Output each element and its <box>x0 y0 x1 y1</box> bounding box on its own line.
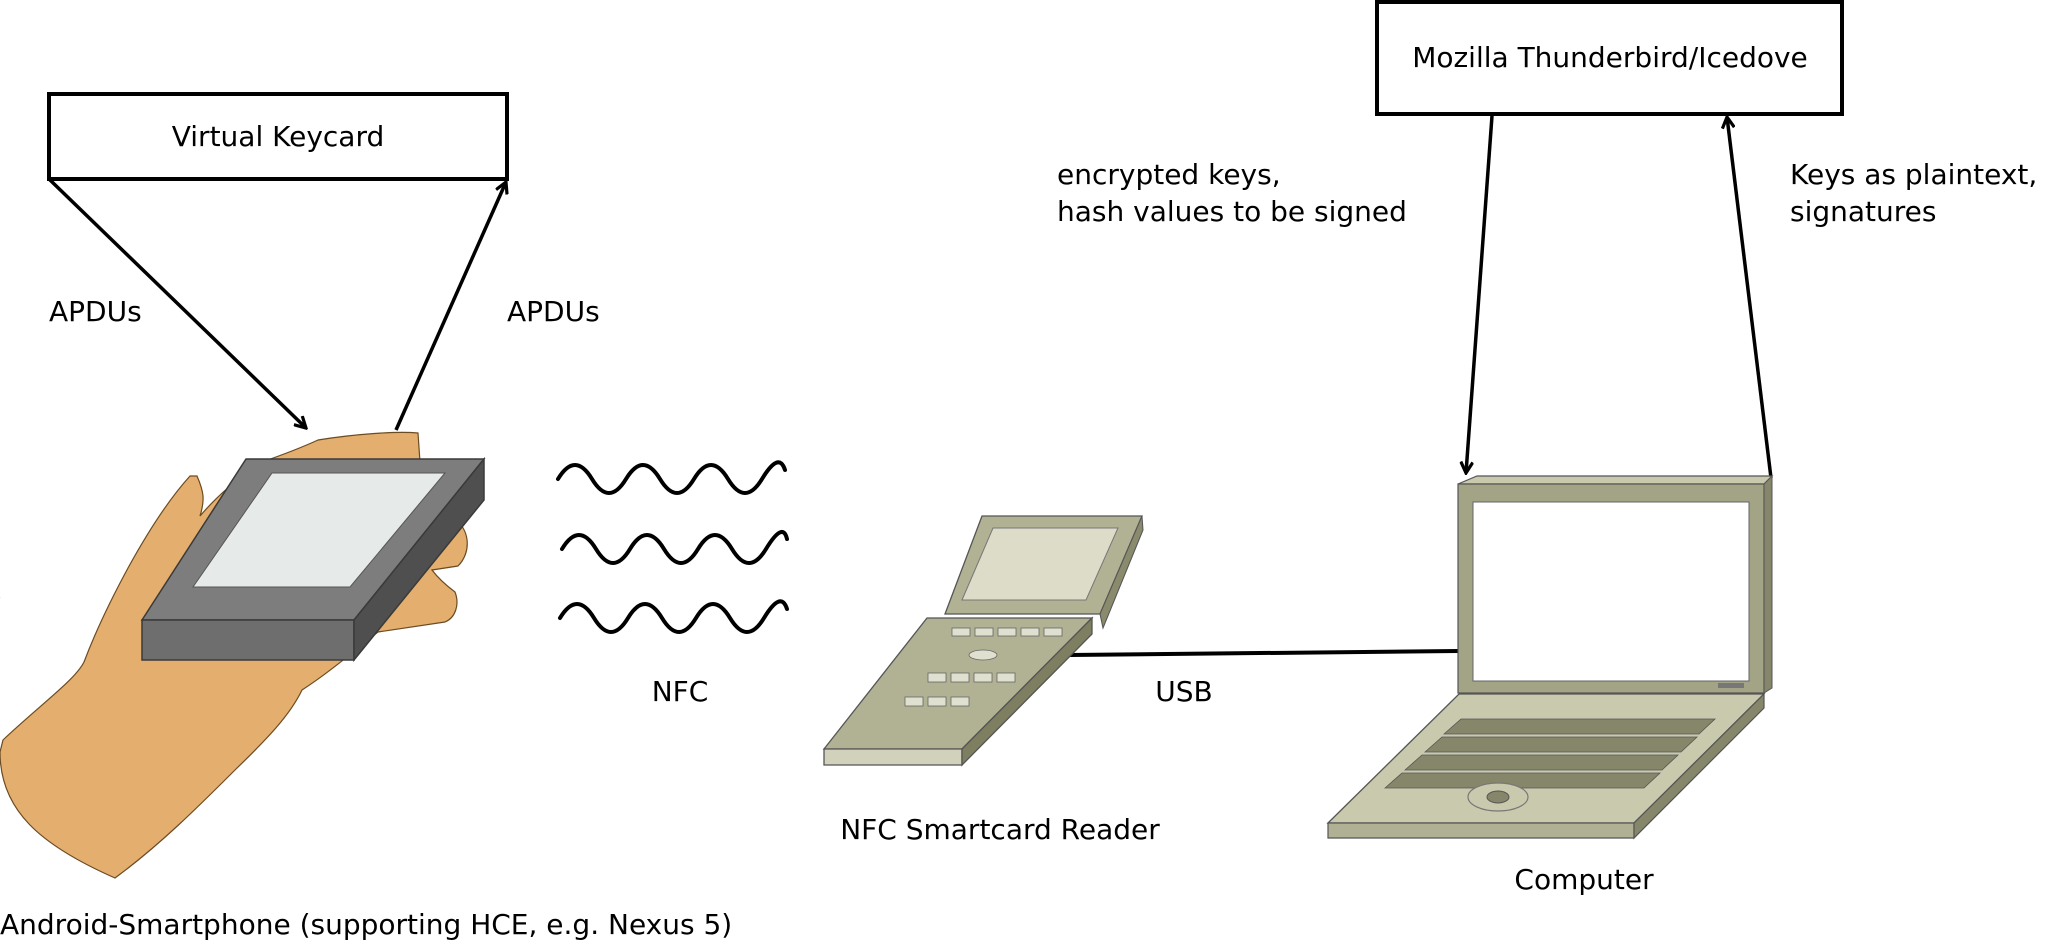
usb-cable <box>1069 649 1459 657</box>
virtual-keycard-box: Virtual Keycard <box>47 92 509 181</box>
encrypted-keys-arrow <box>1466 115 1494 473</box>
computer-caption: Computer <box>1514 863 1654 896</box>
apdus-in-label: APDUs <box>49 295 142 328</box>
encrypted-keys-label-line2: hash values to be signed <box>1057 195 1407 228</box>
virtual-keycard-label: Virtual Keycard <box>172 120 385 153</box>
plaintext-label-line2: signatures <box>1790 195 1936 228</box>
usb-label: USB <box>1155 675 1212 708</box>
nfc-reader-icon <box>822 515 1144 767</box>
nfc-waves-icon <box>556 460 789 634</box>
apdus-in-arrow <box>47 177 306 428</box>
thunderbird-box: Mozilla Thunderbird/Icedove <box>1375 0 1844 116</box>
encrypted-keys-label-line1: encrypted keys, <box>1057 158 1281 191</box>
nfc-label: NFC <box>652 675 709 708</box>
thunderbird-label: Mozilla Thunderbird/Icedove <box>1412 41 1808 74</box>
plaintext-arrow <box>1727 117 1773 479</box>
laptop-icon <box>1326 474 1774 840</box>
apdus-out-arrow <box>394 182 506 431</box>
smartphone-caption: Android-Smartphone (supporting HCE, e.g.… <box>0 908 732 941</box>
plaintext-label-line1: Keys as plaintext, <box>1790 158 2037 191</box>
smartphone-icon <box>0 456 486 663</box>
apdus-out-label: APDUs <box>507 295 600 328</box>
reader-caption: NFC Smartcard Reader <box>840 813 1160 846</box>
